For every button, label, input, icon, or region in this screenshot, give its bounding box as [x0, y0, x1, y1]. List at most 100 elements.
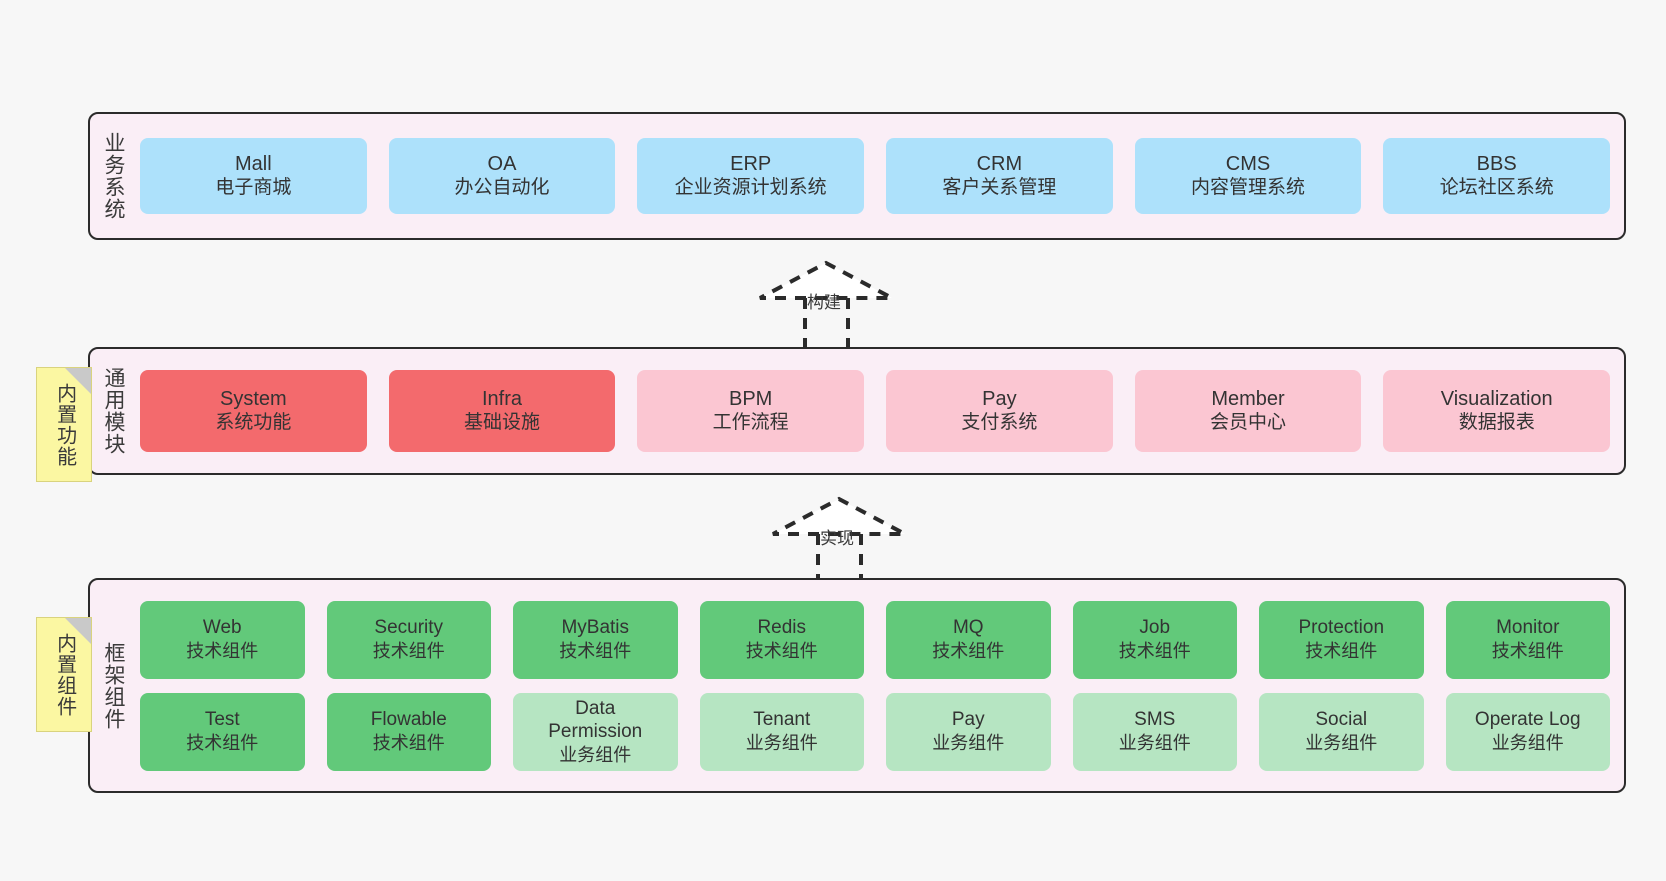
- node-title: Pay: [982, 387, 1017, 410]
- node-redis[interactable]: Redis 技术组件: [699, 600, 864, 679]
- node-subtitle: 业务组件: [1491, 732, 1564, 753]
- layer-common-modules: 通用模块 System 系统功能 Infra 基础设施 BPM 工作流程 Pay…: [88, 347, 1626, 475]
- connector-implement: 实现: [768, 494, 918, 582]
- node-visualization[interactable]: Visualization 数据报表: [1383, 370, 1611, 452]
- node-subtitle: 论坛社区系统: [1439, 177, 1554, 199]
- node-subtitle: 业务组件: [1305, 732, 1378, 753]
- folded-corner-icon: [65, 618, 91, 644]
- node-title: Monitor: [1496, 617, 1560, 639]
- layer-body-framework: Web 技术组件 Security 技术组件 MyBatis 技术组件 Redi…: [136, 580, 1624, 791]
- node-subtitle: 支付系统: [961, 412, 1038, 434]
- node-mall[interactable]: Mall 电子商城: [140, 138, 367, 214]
- node-title: Mall: [235, 152, 272, 175]
- node-mq[interactable]: MQ 技术组件: [886, 600, 1051, 679]
- node-subtitle: 技术组件: [932, 640, 1005, 661]
- node-title: Social: [1315, 709, 1368, 731]
- node-job[interactable]: Job 技术组件: [1072, 600, 1237, 679]
- node-title: Web: [202, 617, 242, 639]
- node-tenant[interactable]: Tenant 业务组件: [699, 692, 864, 771]
- node-bpm[interactable]: BPM 工作流程: [637, 370, 865, 452]
- node-system[interactable]: System 系统功能: [140, 370, 367, 452]
- node-erp[interactable]: ERP 企业资源计划系统: [637, 138, 865, 214]
- node-subtitle: 数据报表: [1458, 412, 1535, 434]
- node-subtitle: 企业资源计划系统: [674, 177, 827, 199]
- node-crm[interactable]: CRM 客户关系管理: [886, 138, 1113, 214]
- node-title: MQ: [952, 617, 984, 639]
- node-subtitle: 内容管理系统: [1191, 177, 1306, 199]
- node-title: Test: [204, 709, 240, 731]
- node-title: Visualization: [1440, 387, 1553, 410]
- sticky-note-builtin-function[interactable]: 内置功能: [36, 367, 92, 482]
- node-bbs[interactable]: BBS 论坛社区系统: [1383, 138, 1611, 214]
- node-pay-component[interactable]: Pay 业务组件: [886, 692, 1051, 771]
- layer-title-business: 业务系统: [101, 132, 125, 220]
- node-title: Member: [1211, 387, 1285, 410]
- node-title: Tenant: [753, 709, 811, 731]
- node-subtitle: 业务组件: [1118, 732, 1191, 753]
- sticky-note-text: 内置功能: [53, 382, 76, 467]
- node-title: BBS: [1476, 152, 1517, 175]
- node-subtitle: 技术组件: [1305, 640, 1378, 661]
- node-subtitle: 技术组件: [186, 732, 259, 753]
- node-test[interactable]: Test 技术组件: [140, 692, 305, 771]
- node-flowable[interactable]: Flowable 技术组件: [326, 692, 491, 771]
- connector-implement-label: 实现: [820, 529, 854, 548]
- node-security[interactable]: Security 技术组件: [326, 600, 491, 679]
- node-title: BPM: [729, 387, 773, 410]
- layer-body-modules: System 系统功能 Infra 基础设施 BPM 工作流程 Pay 支付系统…: [136, 349, 1624, 473]
- node-subtitle: 技术组件: [1118, 640, 1191, 661]
- node-subtitle: 会员中心: [1210, 412, 1287, 434]
- node-subtitle: 技术组件: [186, 640, 259, 661]
- node-subtitle: 电子商城: [215, 177, 292, 199]
- node-social[interactable]: Social 业务组件: [1259, 692, 1424, 771]
- layer-framework-components: 框架组件 Web 技术组件 Security 技术组件 MyBatis 技术组件…: [88, 578, 1626, 793]
- node-subtitle: 办公自动化: [454, 177, 550, 199]
- node-web[interactable]: Web 技术组件: [140, 600, 305, 679]
- node-title: Data Permission: [548, 697, 643, 743]
- node-infra[interactable]: Infra 基础设施: [388, 370, 616, 452]
- node-oa[interactable]: OA 办公自动化: [388, 138, 616, 214]
- connector-build-label: 构建: [807, 293, 841, 312]
- node-pay[interactable]: Pay 支付系统: [886, 370, 1113, 452]
- node-subtitle: 系统功能: [215, 412, 292, 434]
- node-title: MyBatis: [561, 617, 630, 639]
- node-title: SMS: [1134, 709, 1176, 731]
- node-subtitle: 技术组件: [745, 640, 818, 661]
- node-monitor[interactable]: Monitor 技术组件: [1445, 600, 1610, 679]
- node-mybatis[interactable]: MyBatis 技术组件: [513, 600, 678, 679]
- node-protection[interactable]: Protection 技术组件: [1259, 600, 1424, 679]
- node-title: Job: [1139, 617, 1171, 639]
- node-subtitle: 技术组件: [372, 640, 445, 661]
- generalization-arrow-icon: [772, 496, 906, 582]
- node-row: Web 技术组件 Security 技术组件 MyBatis 技术组件 Redi…: [140, 600, 1610, 679]
- node-operate-log[interactable]: Operate Log 业务组件: [1445, 692, 1610, 771]
- generalization-arrow-icon: [759, 260, 893, 348]
- sticky-note-builtin-component[interactable]: 内置组件: [36, 617, 92, 732]
- sticky-note-text: 内置组件: [53, 632, 76, 717]
- node-title: Pay: [951, 709, 985, 731]
- node-subtitle: 业务组件: [932, 732, 1005, 753]
- node-subtitle: 基础设施: [464, 412, 541, 434]
- node-member[interactable]: Member 会员中心: [1134, 370, 1362, 452]
- node-row: Mall 电子商城 OA 办公自动化 ERP 企业资源计划系统 CRM 客户关系…: [140, 138, 1611, 214]
- node-subtitle: 技术组件: [559, 640, 632, 661]
- node-subtitle: 技术组件: [372, 732, 445, 753]
- node-title: OA: [487, 152, 517, 175]
- node-row: System 系统功能 Infra 基础设施 BPM 工作流程 Pay 支付系统…: [140, 370, 1611, 452]
- layer-business-systems: 业务系统 Mall 电子商城 OA 办公自动化 ERP 企业资源计划系统 CRM…: [88, 112, 1626, 240]
- layer-title-modules: 通用模块: [101, 367, 125, 455]
- node-cms[interactable]: CMS 内容管理系统: [1134, 138, 1362, 214]
- node-row: Test 技术组件 Flowable 技术组件 Data Permission …: [140, 692, 1610, 771]
- node-title: CMS: [1225, 152, 1271, 175]
- layer-body-business: Mall 电子商城 OA 办公自动化 ERP 企业资源计划系统 CRM 客户关系…: [136, 114, 1624, 238]
- node-subtitle: 业务组件: [559, 744, 632, 765]
- node-title: Infra: [481, 387, 523, 410]
- node-title: Protection: [1298, 617, 1385, 639]
- node-subtitle: 业务组件: [745, 732, 818, 753]
- node-title: ERP: [730, 152, 772, 175]
- node-data-permission[interactable]: Data Permission 业务组件: [513, 692, 678, 771]
- layer-title-framework: 框架组件: [101, 641, 125, 730]
- node-sms[interactable]: SMS 业务组件: [1072, 692, 1237, 771]
- node-subtitle: 技术组件: [1491, 640, 1564, 661]
